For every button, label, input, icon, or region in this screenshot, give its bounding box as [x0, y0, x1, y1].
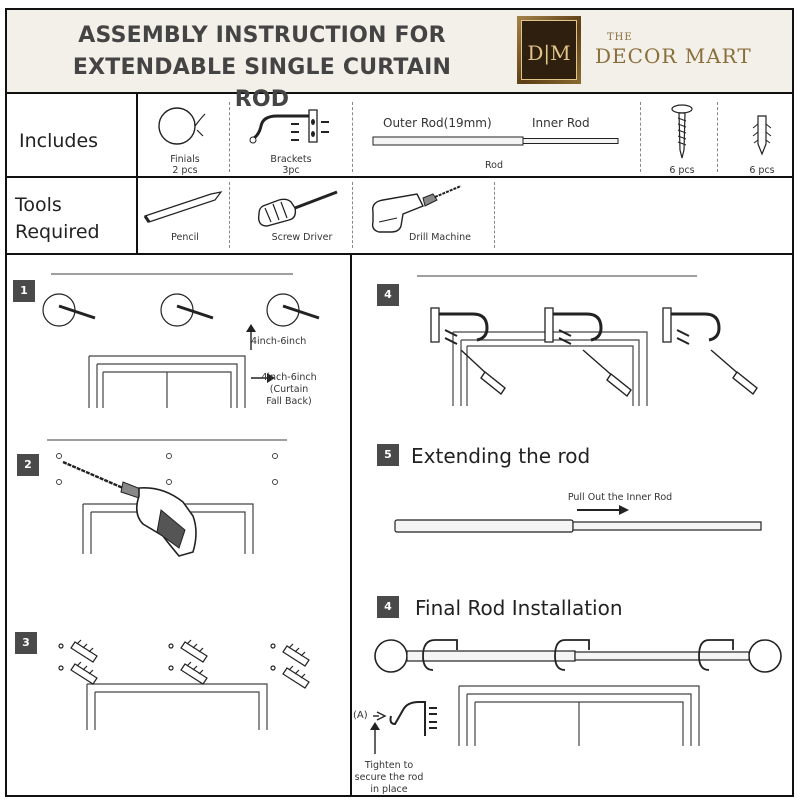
step-1-fallback-line1: 4inch-6inch: [261, 372, 317, 383]
row-divider: [7, 176, 792, 178]
step-1-height-label: 4inch-6inch: [251, 336, 307, 347]
tools-label-line2: Required: [15, 221, 100, 243]
step-1-fallback-line2: (Curtain: [269, 384, 309, 395]
finials-qty: 2 pcs: [172, 165, 198, 176]
step-4-illustration: [417, 275, 758, 406]
header: ASSEMBLY INSTRUCTION FOR EXTENDABLE SING…: [7, 10, 792, 112]
screw-icon: [671, 104, 693, 159]
pencil-icon: [143, 191, 223, 223]
screws-qty: 6 pcs: [669, 165, 695, 176]
drill-label: Drill Machine: [409, 232, 471, 243]
final-rod-illustration: [374, 639, 782, 746]
instruction-sheet: ASSEMBLY INSTRUCTION FOR EXTENDABLE SING…: [5, 8, 794, 797]
step-3-illustration: [58, 639, 310, 730]
anchors-qty: 6 pcs: [749, 165, 775, 176]
step-5-illustration: [394, 505, 762, 533]
rod-name: Rod: [484, 160, 504, 171]
inner-rod-label: Inner Rod: [532, 116, 590, 130]
step-5-pull-label: Pull Out the Inner Rod: [567, 492, 673, 503]
step-1-fallback-line3: Fall Back): [266, 396, 312, 407]
page-title: ASSEMBLY INSTRUCTION FOR EXTENDABLE SING…: [47, 20, 477, 116]
step-3-badge: 3: [15, 632, 37, 654]
includes-label: Includes: [19, 130, 99, 152]
steps-divider: [350, 253, 352, 797]
finial-icon: [158, 107, 206, 145]
step-final-badge: 4: [377, 596, 399, 618]
bracket-detail-illustration: [370, 701, 437, 754]
brand-prefix: THE: [607, 32, 633, 43]
brackets-qty: 3pc: [282, 165, 300, 176]
bracket-icon: [249, 109, 329, 144]
title-line-1: ASSEMBLY INSTRUCTION FOR: [78, 23, 446, 48]
brand-name: DECOR MART: [595, 44, 752, 68]
screwdriver-icon: [257, 190, 338, 227]
step-2-badge: 2: [17, 454, 39, 476]
column-divider: [136, 94, 138, 254]
logo-monogram: D|M: [527, 41, 571, 65]
step-final-title: Final Rod Installation: [415, 596, 623, 620]
step-1-badge: 1: [13, 280, 35, 302]
rod-icon: [372, 136, 619, 146]
tools-label-line1: Tools: [15, 194, 62, 216]
part-a-label: (A): [353, 710, 368, 721]
tighten-line3: in place: [370, 784, 408, 795]
tighten-line2: secure the rod: [354, 772, 424, 783]
step-5-badge: 5: [377, 444, 399, 466]
row-divider: [7, 253, 792, 255]
pencil-label: Pencil: [171, 232, 199, 243]
screwdriver-label: Screw Driver: [271, 232, 333, 243]
title-line-2: EXTENDABLE SINGLE CURTAIN ROD: [72, 55, 452, 112]
step-4-badge: 4: [377, 284, 399, 306]
drill-icon: [371, 185, 462, 233]
step-1-illustration: [42, 273, 320, 408]
tighten-line1: Tighten to: [364, 760, 414, 771]
wall-anchor-icon: [752, 115, 772, 156]
brand-logo: D|M: [517, 16, 581, 84]
step-5-title: Extending the rod: [411, 444, 591, 468]
brackets-name: Brackets: [270, 154, 312, 165]
outer-rod-label: Outer Rod(19mm): [383, 116, 492, 130]
step-2-illustration: [47, 439, 287, 557]
finials-name: Finials: [170, 154, 200, 165]
